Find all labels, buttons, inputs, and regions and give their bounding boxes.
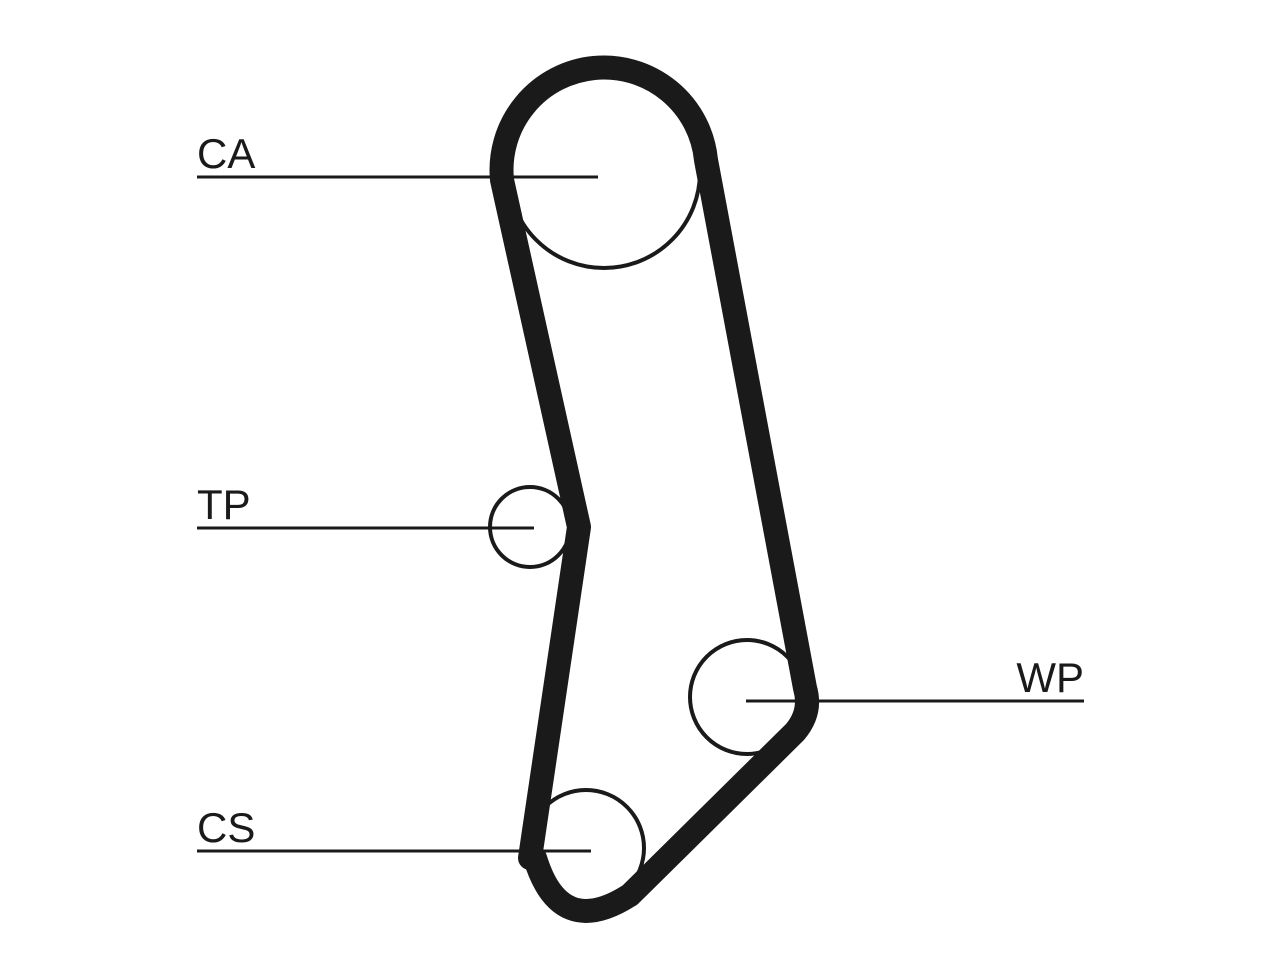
label-ca: CA: [197, 130, 255, 177]
label-tp: TP: [197, 481, 251, 528]
timing-belt: [489, 55, 819, 923]
label-cs: CS: [197, 804, 255, 851]
label-wp: WP: [1016, 654, 1084, 701]
